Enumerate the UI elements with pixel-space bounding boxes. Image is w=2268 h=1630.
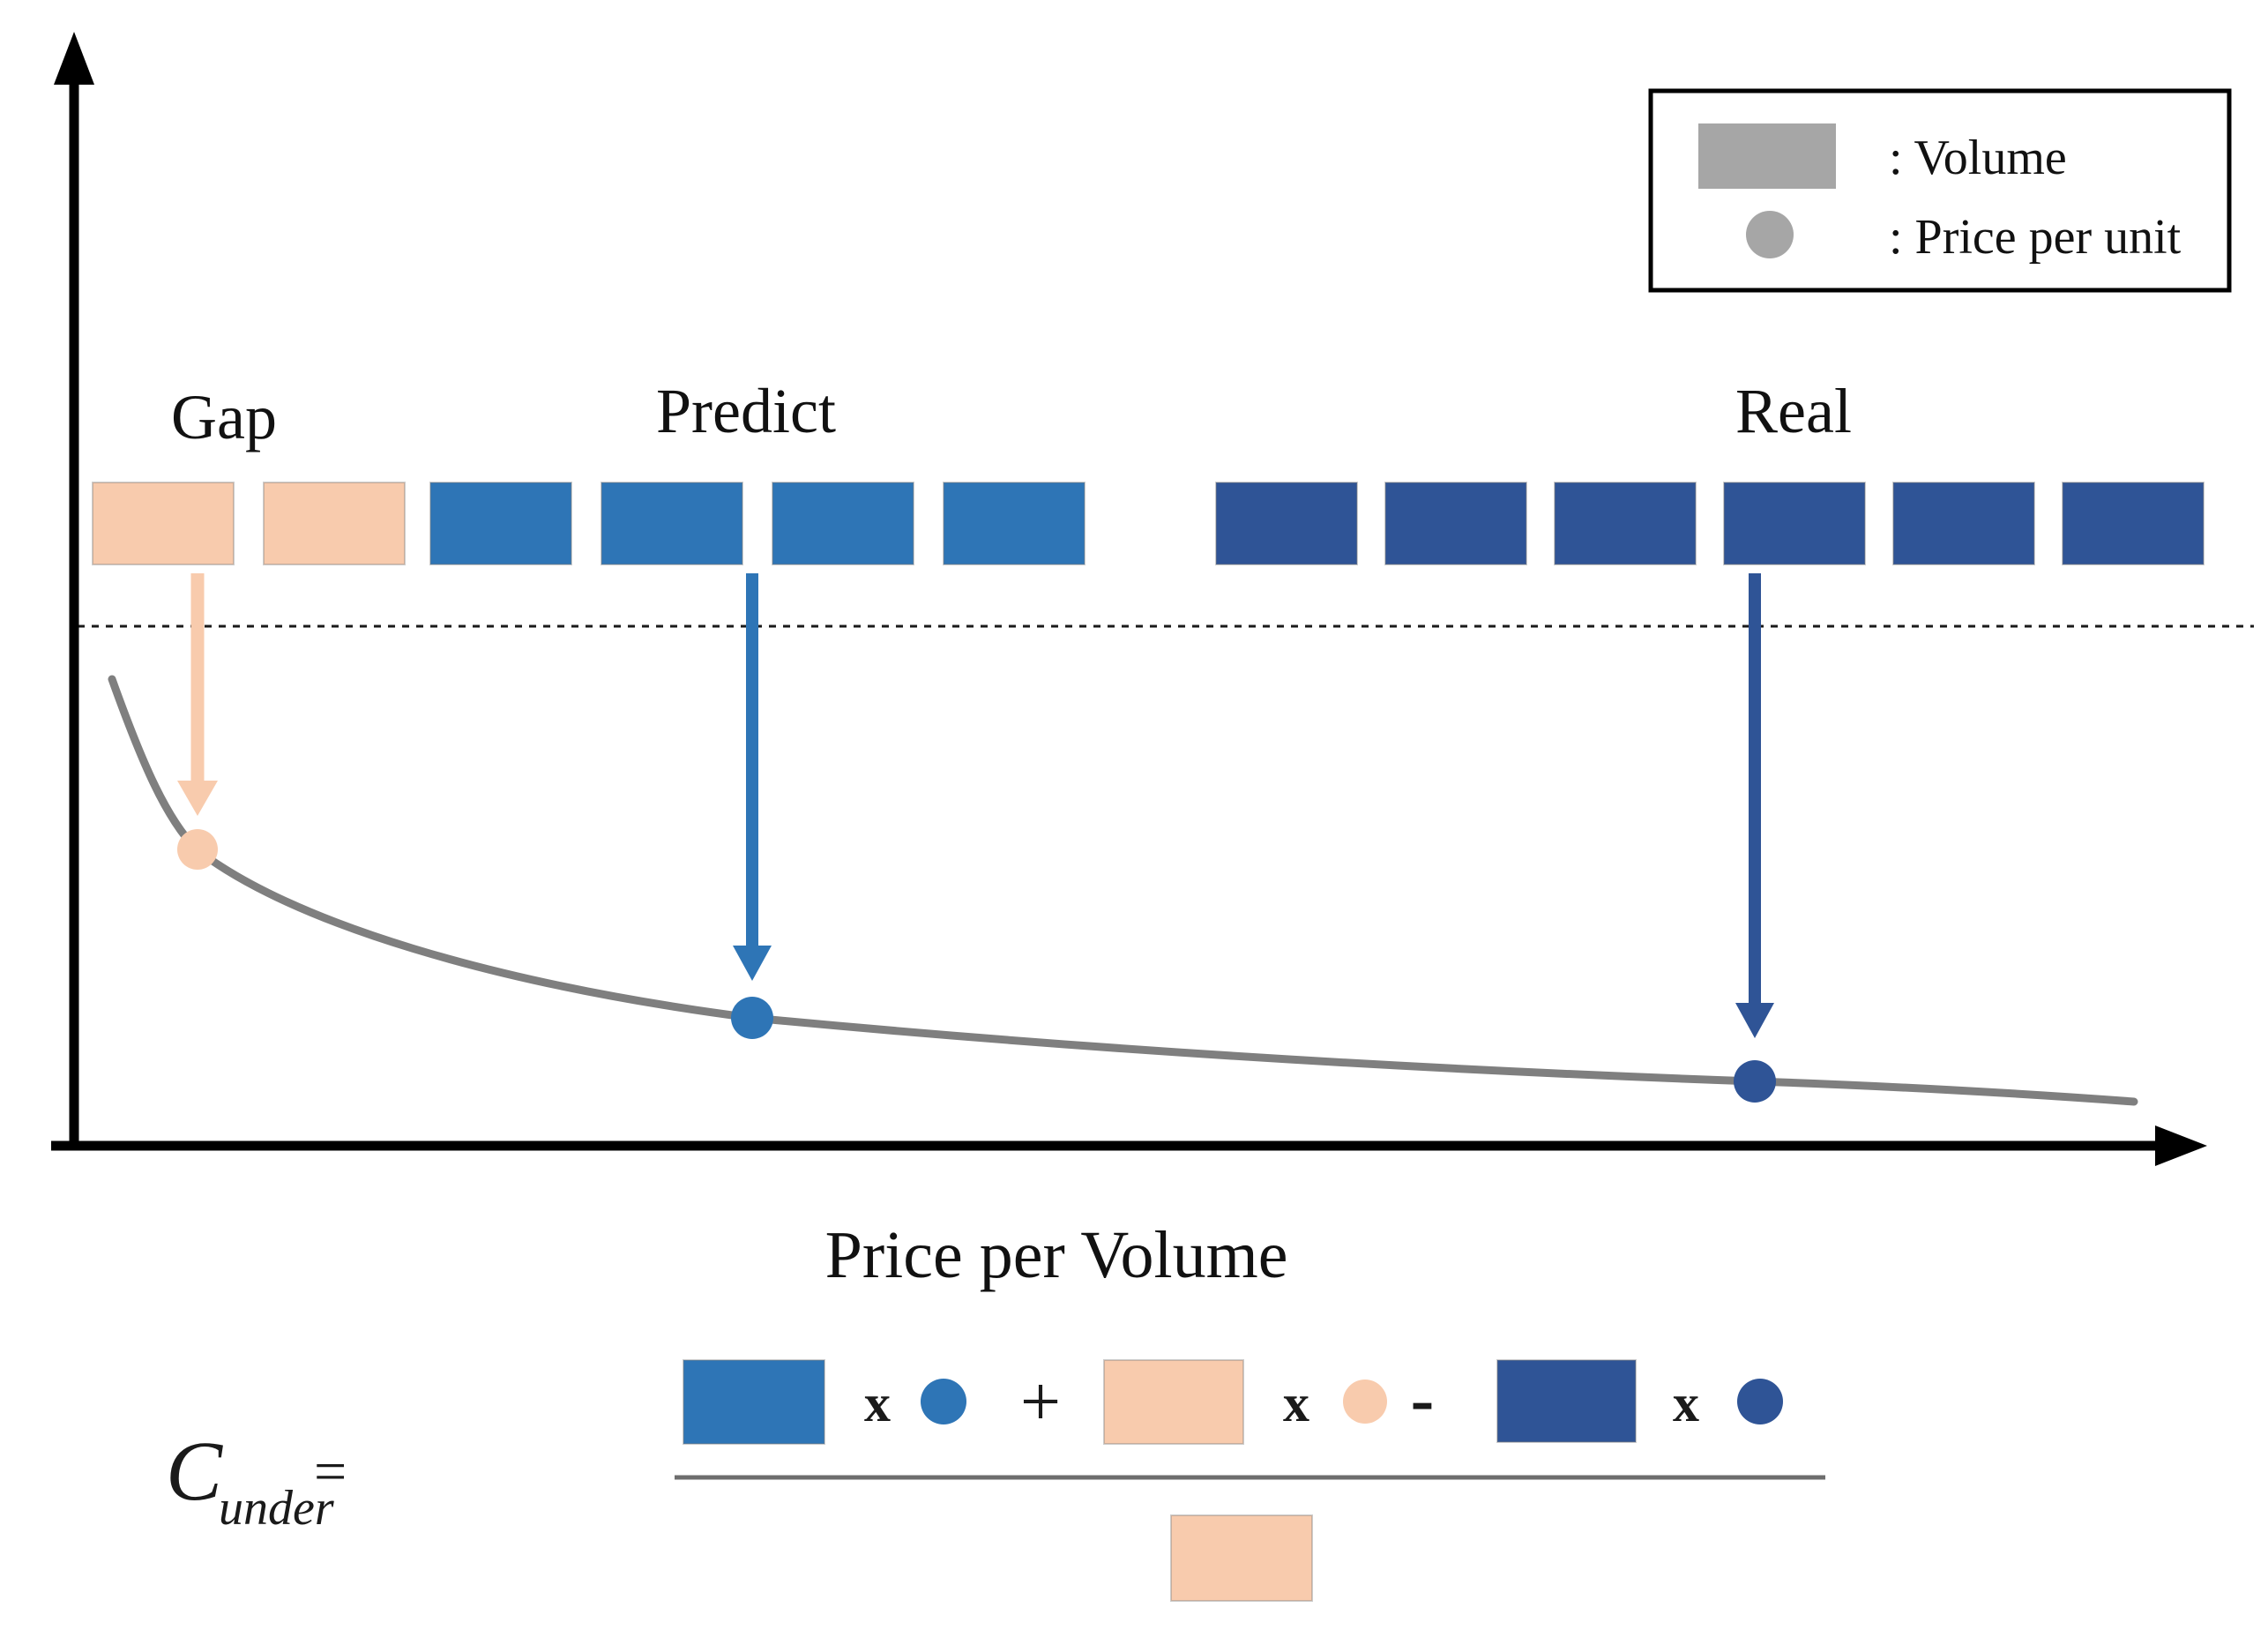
legend-volume-label: : Volume [1889,131,2067,185]
real-arrowhead-icon [1735,1003,1774,1038]
gap-arrow [177,573,218,816]
gap-price-dot [177,829,218,870]
volume-unit-real-2 [1384,482,1527,565]
formula-minus: - [1411,1361,1435,1439]
volume-unit-predict-3 [772,482,914,565]
formula-real-price-dot [1737,1379,1783,1424]
real-arrow [1735,573,1774,1038]
volume-unit-predict-1 [429,482,572,565]
y-axis-arrowhead-icon [54,32,94,85]
section-label-gap: Gap [171,382,277,452]
volume-unit-predict-2 [601,482,743,565]
volume-unit-real-4 [1723,482,1866,565]
predict-arrow [733,573,772,981]
legend-price-per-unit-label: : Price per unit [1889,210,2182,265]
x-axis-label: Price per Volume [825,1218,1288,1292]
cost-formula: C under = x + x - x [166,1359,1825,1602]
volume-unit-real-3 [1554,482,1697,565]
x-axis-arrowhead-icon [2155,1125,2207,1166]
formula-multiply-1: x [864,1374,891,1432]
section-label-predict: Predict [656,376,836,446]
gap-arrowhead-icon [177,781,218,816]
formula-plus: + [1020,1361,1061,1441]
formula-multiply-2: x [1283,1374,1309,1432]
formula-real-volume-swatch [1496,1359,1637,1443]
volume-unit-real-6 [2062,482,2205,565]
predict-arrowhead-icon [733,946,772,981]
formula-equals: = [314,1439,347,1504]
volume-unit-real-5 [1892,482,2035,565]
formula-predict-volume-swatch [683,1359,825,1445]
legend-volume-swatch-icon [1698,123,1836,189]
volume-unit-gap-1 [92,482,235,565]
volume-row-real [1215,482,2205,565]
volume-row-gap [92,482,406,565]
section-label-real: Real [1735,376,1852,446]
formula-multiply-3: x [1673,1374,1699,1432]
formula-lhs: C [166,1424,223,1518]
legend-price-dot-icon [1746,211,1794,258]
volume-unit-gap-2 [263,482,406,565]
legend: : Volume : Price per unit [1648,88,2232,293]
formula-denominator-gap-swatch [1170,1514,1313,1602]
real-price-dot [1734,1060,1776,1103]
formula-predict-price-dot [921,1379,966,1424]
volume-row-predict [429,482,1086,565]
price-curve [108,675,2138,1106]
volume-unit-predict-4 [943,482,1086,565]
formula-gap-price-dot [1343,1380,1387,1424]
formula-gap-volume-swatch [1103,1359,1244,1445]
formula-lhs-subscript: under [219,1481,334,1536]
predict-price-dot [731,997,773,1039]
volume-unit-real-1 [1215,482,1358,565]
